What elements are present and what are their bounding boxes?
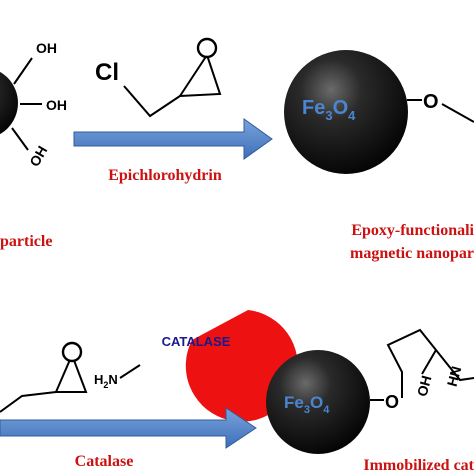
fe3o4-label-top: Fe3O4 [302,97,356,123]
product-nh: HN [444,364,465,388]
epoxide-ring-bottom [55,352,88,393]
reaction-arrow-bottom [0,407,257,449]
amine-bond [119,364,141,379]
reaction-arrow-top [73,118,273,160]
oh-group-1: OH [36,40,57,56]
oh-bond-1 [13,57,33,85]
immobilized-caption: Immobilized cat [363,457,474,474]
epichlorohydrin-label: Epichlorohydrin [108,167,222,184]
linker-oxygen-bottom: O [385,392,399,412]
epichlorohydrin-chain [123,85,181,118]
oh-group-3: OH [26,143,50,169]
catalase-caption: Catalase [75,453,134,470]
product-chain [386,328,474,398]
epoxy-caption-line1: Epoxy-functionali [351,222,474,239]
chlorine-atom: Cl [95,59,119,86]
product-oh: OH [414,374,435,398]
bottom-chain [0,391,57,413]
linker-bond-top-2 [441,103,474,123]
epoxy-caption-line2: magnetic nanopar [350,245,474,262]
oh-branch-bond [421,349,437,375]
oh-group-2: OH [46,97,67,113]
catalase-label: CATALASE [162,334,231,349]
amine-group: H2N [94,372,118,390]
particle-caption: particle [0,233,52,250]
fe3o4-particle-bottom [266,350,370,454]
epoxide-ring [179,52,222,97]
linker-oxygen-top: O [423,91,439,113]
fe3o4-particle-top [284,50,408,174]
oh-bond-3 [11,127,29,151]
epoxide-oxygen-1 [196,37,218,59]
fe3o4-label-bottom: Fe3O4 [284,393,330,416]
epoxide-oxygen-2 [61,341,83,363]
top-left-particle [0,71,18,135]
